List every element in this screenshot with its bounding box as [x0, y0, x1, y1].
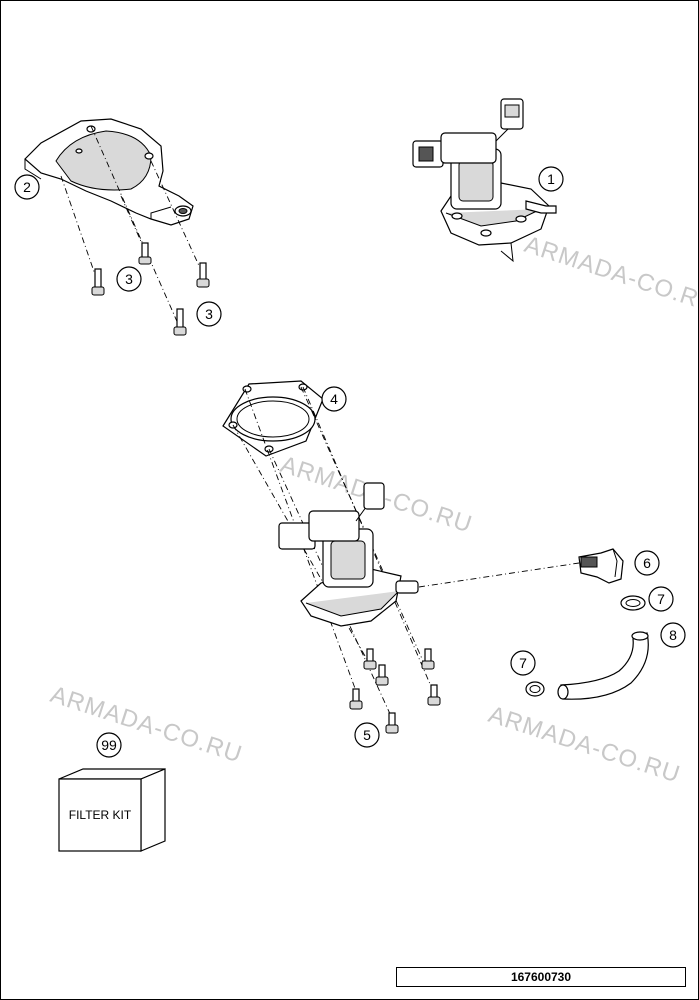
svg-text:99: 99 [101, 737, 117, 753]
clamp-part-upper [620, 595, 646, 611]
bracket-part [24, 118, 194, 226]
callout-99[interactable]: 99 [96, 732, 122, 758]
screw-3-c [196, 262, 210, 288]
gasket-plate-part [222, 380, 324, 457]
bolt-5-d [427, 684, 441, 706]
callout-5[interactable]: 5 [354, 722, 380, 748]
bolt-5-f [385, 712, 399, 734]
coupling-part [578, 548, 624, 584]
filter-kit-box: FILTER KIT [58, 768, 166, 852]
screw-3-a [91, 268, 105, 296]
callout-3-a[interactable]: 3 [116, 266, 142, 292]
svg-text:7: 7 [519, 655, 527, 671]
watermark-1: ARMADA-CO.RU [521, 231, 698, 318]
callout-8[interactable]: 8 [660, 622, 686, 648]
svg-text:8: 8 [669, 627, 677, 643]
bolt-5-b [421, 648, 435, 670]
svg-text:3: 3 [205, 306, 213, 322]
fuel-pump-part-top [412, 98, 557, 263]
callout-4[interactable]: 4 [321, 386, 347, 412]
callout-6[interactable]: 6 [634, 550, 660, 576]
watermark-4: ARMADA-CO.RU [485, 701, 684, 788]
screw-3-b [138, 242, 152, 265]
svg-text:6: 6 [643, 555, 651, 571]
callout-7-a[interactable]: 7 [648, 586, 674, 612]
svg-text:5: 5 [363, 727, 371, 743]
callout-7-b[interactable]: 7 [510, 650, 536, 676]
bolt-5-c [375, 664, 389, 686]
svg-text:7: 7 [657, 591, 665, 607]
filter-kit-label: FILTER KIT [69, 808, 132, 822]
hose-part [557, 631, 649, 700]
svg-text:3: 3 [125, 271, 133, 287]
svg-text:4: 4 [330, 391, 338, 407]
svg-text:2: 2 [23, 179, 31, 195]
fuel-pump-assembly-center [278, 482, 419, 627]
callout-3-b[interactable]: 3 [196, 301, 222, 327]
callout-2[interactable]: 2 [14, 174, 40, 200]
svg-text:1: 1 [547, 171, 555, 187]
clamp-part-lower [525, 681, 545, 697]
diagram-code-label: 167600730 [396, 967, 686, 987]
screw-3-d [173, 308, 187, 336]
watermark-3: ARMADA-CO.RU [47, 681, 246, 768]
bolt-5-a [363, 648, 377, 670]
bolt-5-e [349, 688, 363, 710]
callout-1[interactable]: 1 [538, 166, 564, 192]
